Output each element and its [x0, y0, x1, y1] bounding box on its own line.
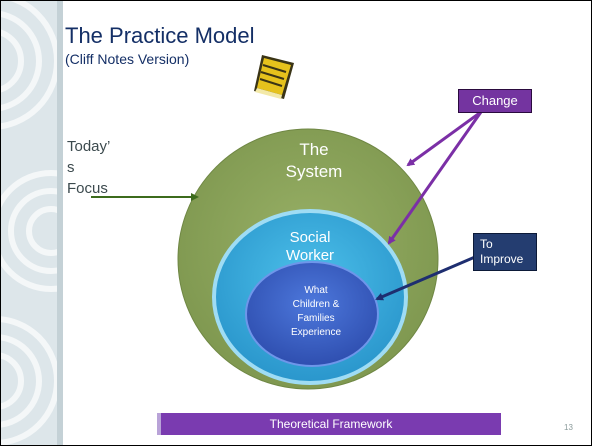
system-label-line: The — [299, 140, 329, 159]
focus-label-line: Focus — [67, 180, 108, 197]
social-worker-label-line: Social — [289, 229, 331, 246]
children-families-label-line: What — [304, 285, 328, 296]
focus-label-line: s — [67, 159, 75, 176]
to-improve-line: To — [480, 237, 493, 251]
children-families-label-line: Families — [297, 313, 335, 324]
slide-subtitle: (Cliff Notes Version) — [65, 51, 190, 67]
to-improve-callout: To Improve — [473, 233, 537, 271]
children-families-label-line: Children & — [292, 299, 340, 310]
social-worker-label-line: Worker — [285, 247, 335, 264]
improve-arrow — [375, 255, 476, 301]
change-callout: Change — [458, 89, 532, 113]
background-pattern — [1, 1, 63, 445]
children-families-circle — [245, 261, 379, 367]
system-label-line: System — [285, 162, 343, 181]
social-worker-label: Social Worker — [270, 229, 350, 265]
focus-label-line: Today’ — [67, 138, 111, 155]
to-improve-line: Improve — [480, 252, 524, 266]
page-number: 13 — [564, 423, 573, 432]
theoretical-framework-bar: Theoretical Framework — [157, 413, 501, 435]
system-label: The System — [264, 139, 364, 183]
children-families-label-line: Experience — [290, 327, 342, 338]
notes-book-icon — [254, 55, 294, 99]
change-arrow-to-social-worker — [387, 111, 483, 245]
slide-title: The Practice Model — [65, 23, 255, 48]
children-families-label: What Children & Families Experience — [274, 284, 358, 340]
change-arrow-to-system — [406, 110, 482, 167]
todays-focus-label: Today’ s Focus — [67, 136, 110, 199]
